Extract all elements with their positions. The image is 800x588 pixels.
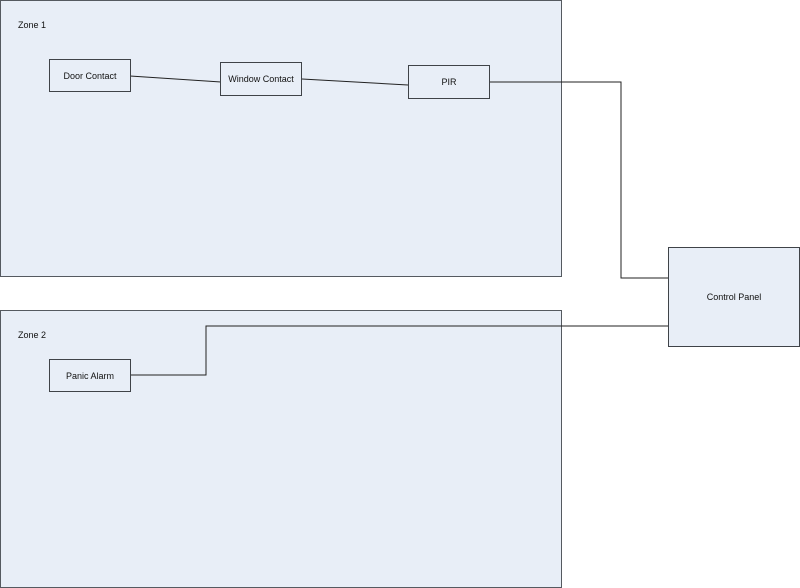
zone-2-label: Zone 2 bbox=[18, 330, 47, 340]
pir-label: PIR bbox=[441, 77, 457, 87]
panic-alarm-label: Panic Alarm bbox=[65, 370, 115, 381]
door-contact-node[interactable]: Door Contact bbox=[49, 59, 131, 92]
window-contact-label: Window Contact bbox=[228, 74, 294, 84]
window-contact-node[interactable]: Window Contact bbox=[220, 62, 302, 96]
zone-1-label: Zone 1 bbox=[18, 20, 47, 30]
control-panel-label: Control Panel bbox=[706, 292, 762, 302]
control-panel-node[interactable]: Control Panel bbox=[668, 247, 800, 347]
panic-alarm-node[interactable]: Panic Alarm bbox=[49, 359, 131, 392]
zone-1-area: Zone 1 bbox=[0, 0, 562, 277]
pir-node[interactable]: PIR bbox=[408, 65, 490, 99]
door-contact-label: Door Contact bbox=[63, 70, 117, 81]
zone-2-area: Zone 2 bbox=[0, 310, 562, 588]
